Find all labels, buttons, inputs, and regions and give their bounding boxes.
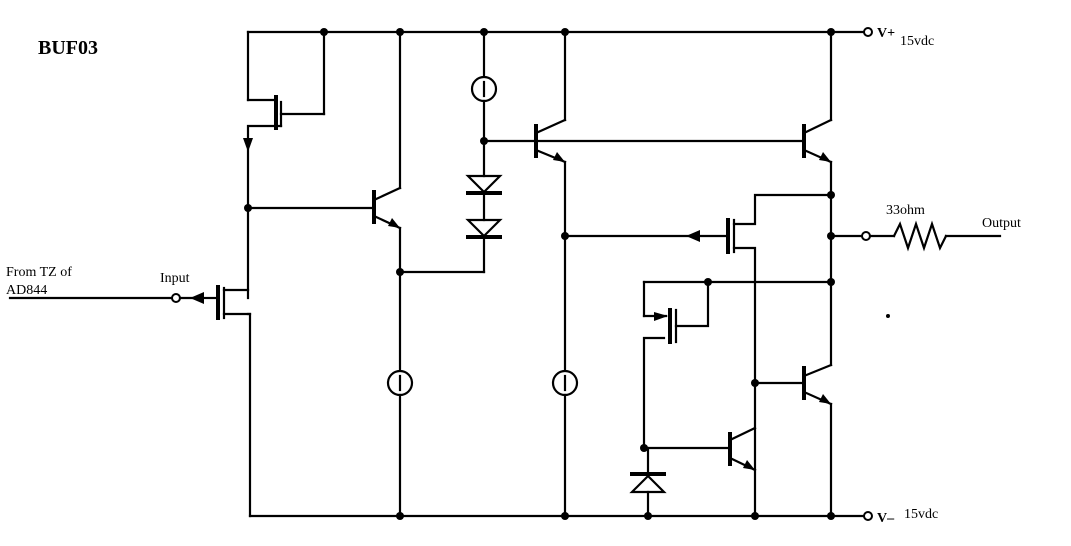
diode-bottom bbox=[629, 474, 667, 494]
input-terminal bbox=[171, 293, 181, 303]
vplus-value: 15vdc bbox=[900, 34, 934, 49]
lower-fet-arrow bbox=[654, 312, 668, 321]
input-fet-arrow bbox=[190, 292, 204, 304]
vminus-label: V– bbox=[877, 511, 895, 526]
diode-upper bbox=[465, 174, 503, 194]
diode-lower bbox=[465, 218, 503, 238]
input-label: Input bbox=[160, 271, 190, 286]
v-plus-terminal bbox=[863, 27, 873, 37]
source-label-line1: From TZ of bbox=[6, 265, 72, 280]
q5-emitter-arrow bbox=[743, 460, 755, 470]
q3-emitter-arrow bbox=[819, 152, 831, 162]
output-node-terminal bbox=[861, 231, 871, 241]
junction-dots bbox=[244, 28, 890, 520]
output-label: Output bbox=[982, 216, 1021, 231]
q4-emitter-arrow bbox=[819, 394, 831, 404]
q1-emitter-arrow bbox=[388, 218, 400, 228]
source-label-line2: AD844 bbox=[6, 283, 47, 298]
vplus-label: V+ bbox=[877, 26, 895, 41]
v-minus-terminal bbox=[863, 511, 873, 521]
diagram-title: BUF03 bbox=[38, 37, 98, 59]
vminus-value: 15vdc bbox=[904, 507, 938, 522]
fet-source-arrow bbox=[243, 138, 253, 152]
sense-fet-arrow bbox=[686, 230, 700, 242]
resistor-label: 33ohm bbox=[886, 203, 925, 218]
q2-emitter-arrow bbox=[553, 152, 565, 162]
resistor-33ohm bbox=[892, 220, 948, 252]
